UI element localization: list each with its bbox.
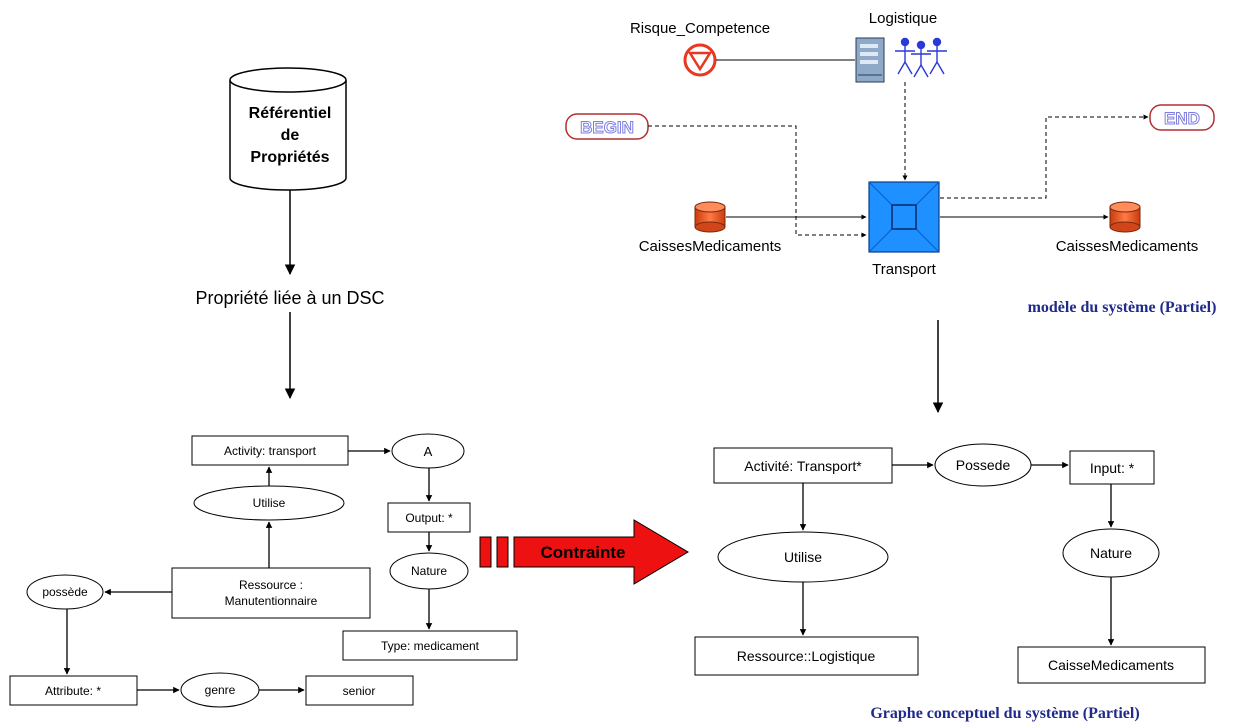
server-icon xyxy=(855,37,885,83)
graph-input-label: Input: * xyxy=(1090,460,1135,476)
node-output xyxy=(387,502,471,533)
node-ressource xyxy=(171,567,371,619)
repo-line-3: Propriétés xyxy=(250,149,329,166)
node-output-label: Output: * xyxy=(405,511,453,525)
end-node xyxy=(1149,104,1215,131)
constraint-label: Contrainte xyxy=(541,543,626,562)
repo-line-1: Référentiel xyxy=(249,105,332,122)
node-genre-label: genre xyxy=(205,683,236,697)
node-a-label: A xyxy=(424,444,433,459)
graph-nature-label: Nature xyxy=(1090,545,1132,561)
transport-process-icon xyxy=(868,181,940,253)
begin-label: BEGIN xyxy=(580,118,634,137)
drum-input-icon xyxy=(694,201,726,233)
graph-caisse-label: CaisseMedicaments xyxy=(1048,657,1174,673)
right-graph-edges xyxy=(799,461,1115,646)
node-senior-label: senior xyxy=(343,684,376,698)
caisses-out-label: CaissesMedicaments xyxy=(1056,238,1199,255)
graph-ressource xyxy=(694,636,919,676)
graph-activite xyxy=(713,447,893,484)
constraint-arrow xyxy=(479,519,689,585)
node-attribute xyxy=(9,675,138,706)
repository-cylinder xyxy=(229,67,347,191)
graph-ressource-label: Ressource::Logistique xyxy=(737,648,876,664)
node-possede xyxy=(26,574,104,610)
node-attribute-label: Attribute: * xyxy=(45,684,101,698)
node-type-label: Type: medicament xyxy=(381,639,480,653)
graph-caisse xyxy=(1017,646,1206,684)
caisses-in-label: CaissesMedicaments xyxy=(639,238,782,255)
graph-possede-label: Possede xyxy=(956,457,1011,473)
model-caption: modèle du système (Partiel) xyxy=(1028,299,1217,316)
risk-stop-icon xyxy=(683,43,717,77)
end-link xyxy=(940,114,1149,199)
end-label: END xyxy=(1164,109,1200,128)
graph-activite-label: Activité: Transport* xyxy=(744,458,862,474)
actors-icon xyxy=(895,37,947,78)
node-possede-label: possède xyxy=(42,585,88,599)
graph-caption: Graphe conceptuel du système (Partiel) xyxy=(870,705,1139,722)
node-type xyxy=(342,630,518,661)
drum-output-icon xyxy=(1109,201,1141,233)
repo-line-2: de xyxy=(281,127,300,144)
graph-input xyxy=(1069,450,1155,485)
node-activity-label: Activity: transport xyxy=(224,444,317,458)
risk-label: Risque_Competence xyxy=(630,20,770,37)
graph-utilise-label: Utilise xyxy=(784,549,822,565)
node-nature-label: Nature xyxy=(411,564,447,578)
node-ressource-line1: Ressource : xyxy=(239,578,303,592)
transport-label: Transport xyxy=(872,261,936,278)
begin-link xyxy=(648,125,867,238)
node-utilise-label: Utilise xyxy=(253,496,286,510)
property-label: Propriété liée à un DSC xyxy=(195,288,384,308)
logistique-label: Logistique xyxy=(869,10,937,27)
node-ressource-line2: Manutentionnaire xyxy=(225,594,318,608)
left-graph-edges xyxy=(63,447,433,694)
node-senior xyxy=(305,675,414,706)
node-a xyxy=(391,433,465,469)
